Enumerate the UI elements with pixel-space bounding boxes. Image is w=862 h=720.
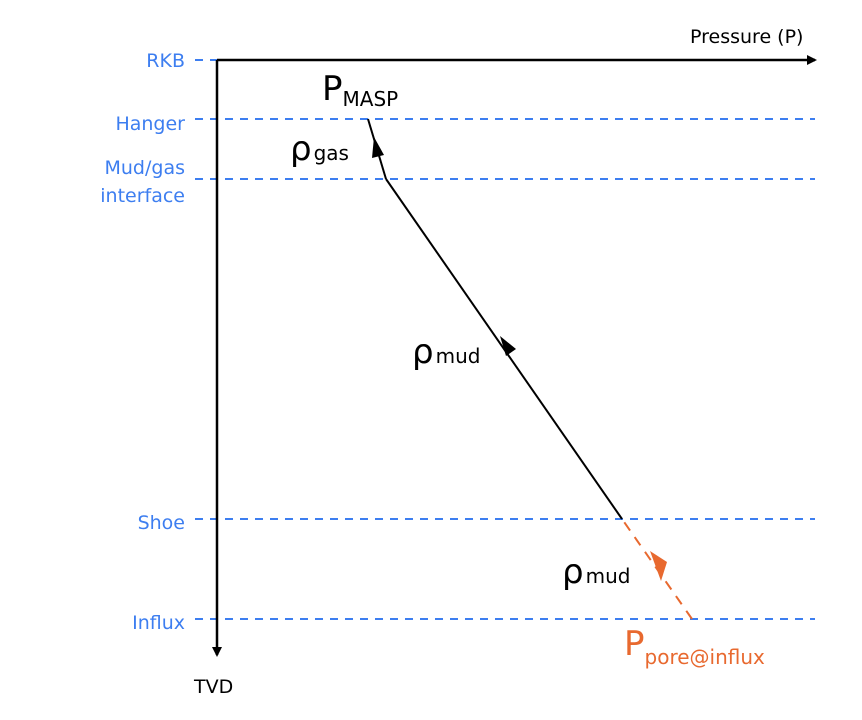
level-label-rkb: RKB [146,50,185,72]
level-label-shoe: Shoe [138,512,185,534]
x-axis-label: Pressure (P) [690,26,803,48]
p-masp-label: PMASP [322,69,398,111]
mud-arrow-icon [500,336,516,356]
level-label-influx: Influx [132,612,185,634]
level-label-hanger: Hanger [115,113,185,135]
level-label-mud-gas: Mud/gas [105,157,186,179]
y-axis-label: TVD [193,676,233,698]
pore-arrow-icon [650,551,667,581]
level-label-interface: interface [100,185,185,207]
gas-arrow-icon [372,137,384,158]
p-pore-influx-label: Ppore@influx [624,624,765,669]
